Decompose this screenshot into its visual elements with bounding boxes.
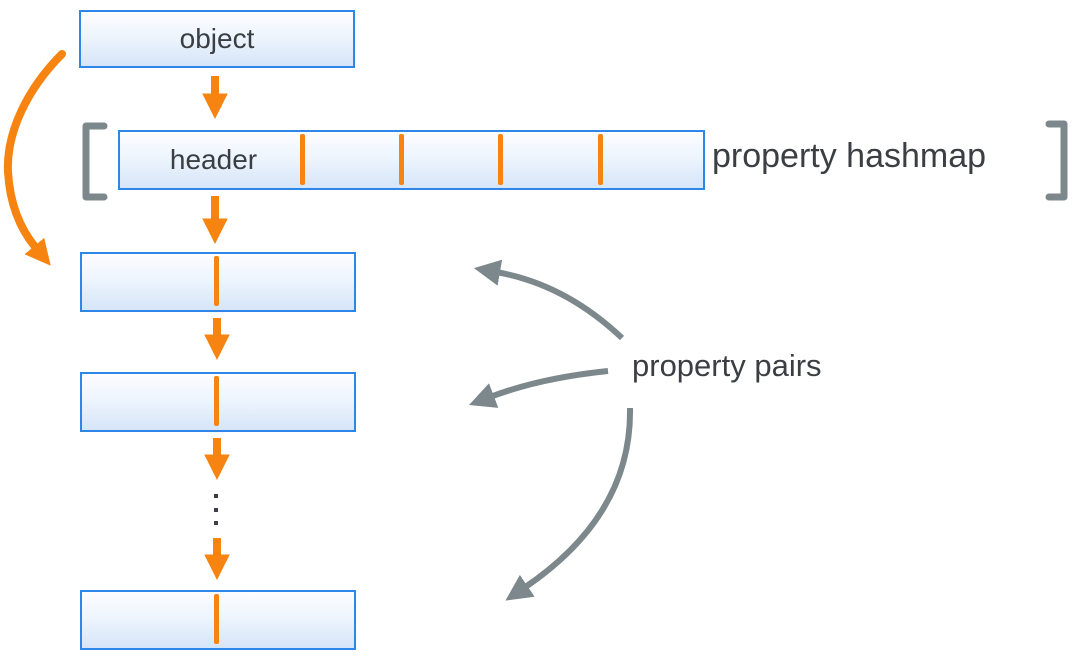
hashmap-header-label: header <box>169 144 258 175</box>
property-pairs-annotation: property pairs <box>632 348 822 383</box>
left-bracket <box>82 122 108 201</box>
pairs-annotation-arrow-middle <box>469 368 609 408</box>
pair-divider <box>214 594 219 644</box>
property-pair-box-2 <box>80 372 356 432</box>
hashmap-slot-tick <box>498 134 503 185</box>
hashmap-slot-tick <box>399 134 404 185</box>
pairs-annotation-arrow-top <box>473 259 625 341</box>
pairs-annotation-arrow-bottom <box>505 407 634 601</box>
hashmap-row-box: header <box>118 130 705 190</box>
property-pair-box-3 <box>80 590 356 650</box>
hashmap-annotation: property hashmap <box>712 137 987 175</box>
hashmap-slot-tick <box>598 134 603 185</box>
pair-divider <box>214 376 219 426</box>
pair-divider <box>214 256 219 306</box>
object-to-pair-curved-arrow <box>3 50 66 266</box>
ellipsis-dot <box>214 508 218 512</box>
property-pair-box-1 <box>80 252 356 312</box>
object-box: object <box>79 10 355 68</box>
ellipsis-dot <box>214 494 218 498</box>
ellipsis-dot <box>214 521 218 525</box>
right-bracket <box>1045 120 1068 201</box>
hashmap-slot-tick <box>300 134 305 185</box>
object-box-label: object <box>179 23 255 54</box>
